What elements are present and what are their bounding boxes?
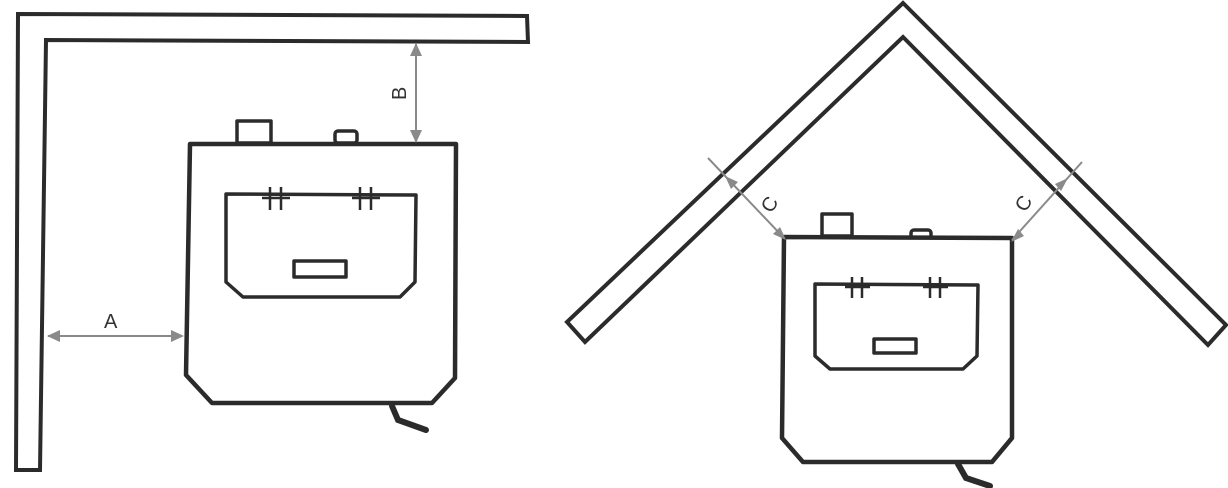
dimension-c-right-arrow-roof	[1055, 178, 1068, 191]
meter-display	[872, 337, 918, 355]
meter-index-window	[813, 282, 980, 371]
meter-outlet-pipe	[955, 461, 993, 488]
gas-meter-left	[183, 119, 459, 433]
corner-installation: A B	[13, 11, 531, 472]
window-markers	[845, 277, 948, 298]
dimension-c-right-arrow-meter	[1011, 229, 1024, 242]
meter-outlet-pipe	[389, 403, 429, 433]
dimension-c-right-label: C	[1011, 192, 1037, 216]
dimension-c-right-line	[1011, 161, 1083, 241]
meter-index-window	[224, 192, 418, 299]
dimension-a: A	[47, 311, 184, 342]
meter-connector-left	[235, 119, 273, 145]
dimension-b-arrow-bottom	[410, 130, 422, 143]
dimension-c-left-arrow-meter	[773, 227, 786, 240]
window-markers	[262, 187, 380, 210]
dimension-c-left-arrow-roof	[725, 176, 738, 189]
roof-installation: C C	[564, 0, 1228, 488]
dimension-b-label: B	[389, 87, 411, 100]
dimension-a-arrow-right	[171, 330, 184, 342]
dimension-a-arrow-left	[47, 330, 60, 342]
wall-and-ceiling	[13, 11, 531, 472]
dimension-c-left-line	[707, 157, 785, 239]
meter-connector-left	[820, 212, 854, 238]
roof	[564, 0, 1228, 348]
meter-connector-right	[333, 129, 359, 145]
dimension-b-arrow-top	[410, 43, 422, 56]
dimension-a-label: A	[104, 311, 118, 333]
meter-display	[292, 259, 348, 279]
gas-meter-right	[779, 212, 1015, 488]
dimension-b: B	[389, 43, 422, 143]
